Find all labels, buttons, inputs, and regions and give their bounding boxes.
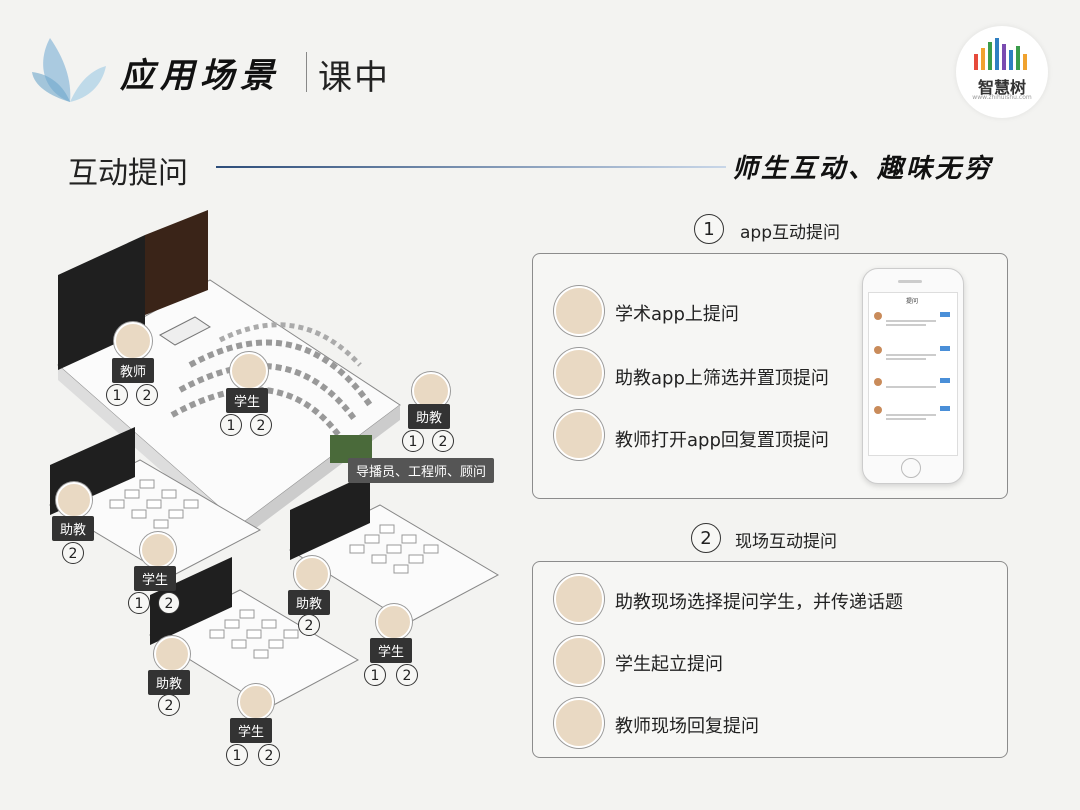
num-2-badge: 2 <box>158 694 180 716</box>
phone-speaker <box>898 280 922 283</box>
student-tag: 学生 <box>134 566 177 591</box>
app-step-2: 助教app上筛选并置顶提问 <box>615 368 829 389</box>
assistant-avatar <box>412 372 450 410</box>
section-2-number: 2 <box>691 523 721 553</box>
student-tag: 学生 <box>230 718 273 743</box>
assistant-tag: 助教 <box>52 516 95 541</box>
live-step-3: 教师现场回复提问 <box>615 716 759 737</box>
logo-url: www.zhihuishu.com <box>972 94 1032 101</box>
num-2-badge: 2 <box>298 614 320 636</box>
assistant-tag: 助教 <box>288 590 331 615</box>
student-avatar <box>554 636 604 686</box>
assistant-tag: 助教 <box>148 670 191 695</box>
section-2-label: 现场互动提问 <box>735 532 837 552</box>
num-1-badge: 1 <box>226 744 248 766</box>
app-step-1: 学术app上提问 <box>615 304 739 325</box>
num-1-badge: 1 <box>364 664 386 686</box>
teacher-avatar <box>114 322 152 360</box>
num-2-badge: 2 <box>158 592 180 614</box>
num-1-badge: 1 <box>106 384 128 406</box>
live-question-panel <box>532 561 1008 758</box>
assistant-avatar <box>56 482 92 518</box>
section-slogan: 师生互动、趣味无穷 <box>732 154 994 184</box>
live-step-1: 助教现场选择提问学生，并传递话题 <box>615 592 903 613</box>
student-tag: 学生 <box>226 388 269 413</box>
page-subtitle: 课中 <box>318 58 390 98</box>
student-avatar <box>554 286 604 336</box>
assistant-avatar <box>154 636 190 672</box>
phone-screen-title: 提问 <box>905 298 918 305</box>
phone-home-button <box>901 458 921 478</box>
phone-screen <box>868 292 958 456</box>
phone-question-list <box>874 312 950 420</box>
logo-name: 智慧树 <box>977 78 1026 97</box>
assistant-tag: 助教 <box>408 404 451 429</box>
title-divider <box>306 52 307 92</box>
teacher-tag: 教师 <box>112 358 155 383</box>
num-1-badge: 1 <box>128 592 150 614</box>
num-2-badge: 2 <box>396 664 418 686</box>
petal-logo-icon <box>32 38 106 102</box>
live-step-2: 学生起立提问 <box>615 654 723 675</box>
teacher-avatar <box>554 698 604 748</box>
student-avatar <box>238 684 274 720</box>
student-avatar <box>230 352 268 390</box>
num-1-badge: 1 <box>220 414 242 436</box>
classroom-illustration <box>48 210 500 709</box>
student-avatar <box>140 532 176 568</box>
page-title: 应用场景 <box>120 56 280 96</box>
num-2-badge: 2 <box>258 744 280 766</box>
num-2-badge: 2 <box>250 414 272 436</box>
student-tag: 学生 <box>370 638 413 663</box>
brand-logo <box>956 26 1048 118</box>
num-2-badge: 2 <box>432 430 454 452</box>
num-2-badge: 2 <box>62 542 84 564</box>
app-step-3: 教师打开app回复置顶提问 <box>615 430 829 451</box>
num-1-badge: 1 <box>402 430 424 452</box>
section-title: 互动提问 <box>68 156 188 191</box>
section-divider-line <box>216 166 726 168</box>
assistant-avatar <box>294 556 330 592</box>
staff-tag: 导播员、工程师、顾问 <box>348 458 495 483</box>
assistant-avatar <box>554 574 604 624</box>
student-avatar <box>376 604 412 640</box>
num-2-badge: 2 <box>136 384 158 406</box>
teacher-avatar <box>554 410 604 460</box>
section-1-number: 1 <box>694 214 724 244</box>
bars-logo-icon <box>974 38 1027 70</box>
section-1-label: app互动提问 <box>740 223 840 243</box>
assistant-avatar <box>554 348 604 398</box>
